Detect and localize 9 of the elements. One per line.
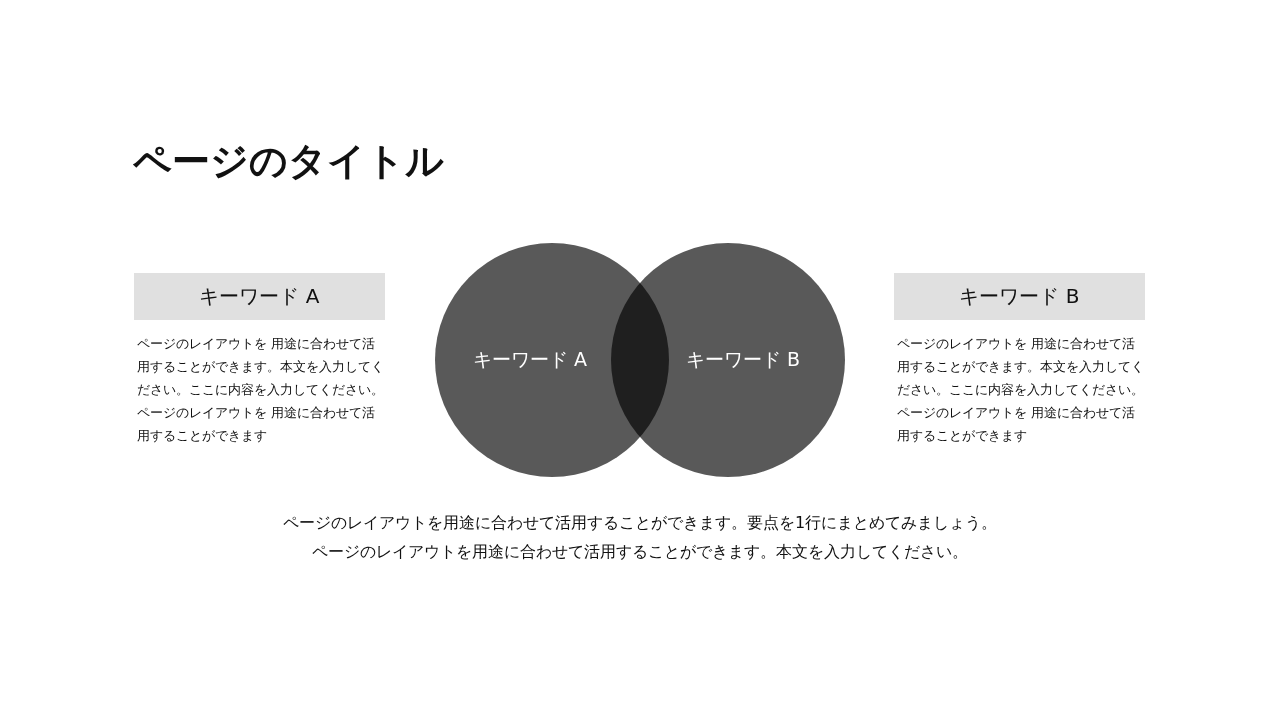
keyword-heading: キーワード A (134, 273, 385, 320)
keyword-heading: キーワード B (894, 273, 1145, 320)
circle-label: キーワード A (473, 347, 588, 372)
body-text: ページのレイアウトを 用途に合わせて活用することができます。本文を入力してください。ここに内容を入力してください。ページのレイアウトを 用途に合わせて活用することができます (897, 335, 1145, 445)
page-title: ページのタイトル (133, 138, 444, 185)
circle-label: キーワード B (686, 347, 801, 372)
summary-text: ページのレイアウトを用途に合わせて活用することができます。本文を入力してください。 (311, 542, 969, 563)
summary-text: ページのレイアウトを用途に合わせて活用することができます。要点を1行にまとめてみましょう。 (281, 513, 999, 534)
body-text: ページのレイアウトを 用途に合わせて活用することができます。本文を入力してください。ここに内容を入力してください。ページのレイアウトを 用途に合わせて活用することができます (137, 335, 385, 445)
